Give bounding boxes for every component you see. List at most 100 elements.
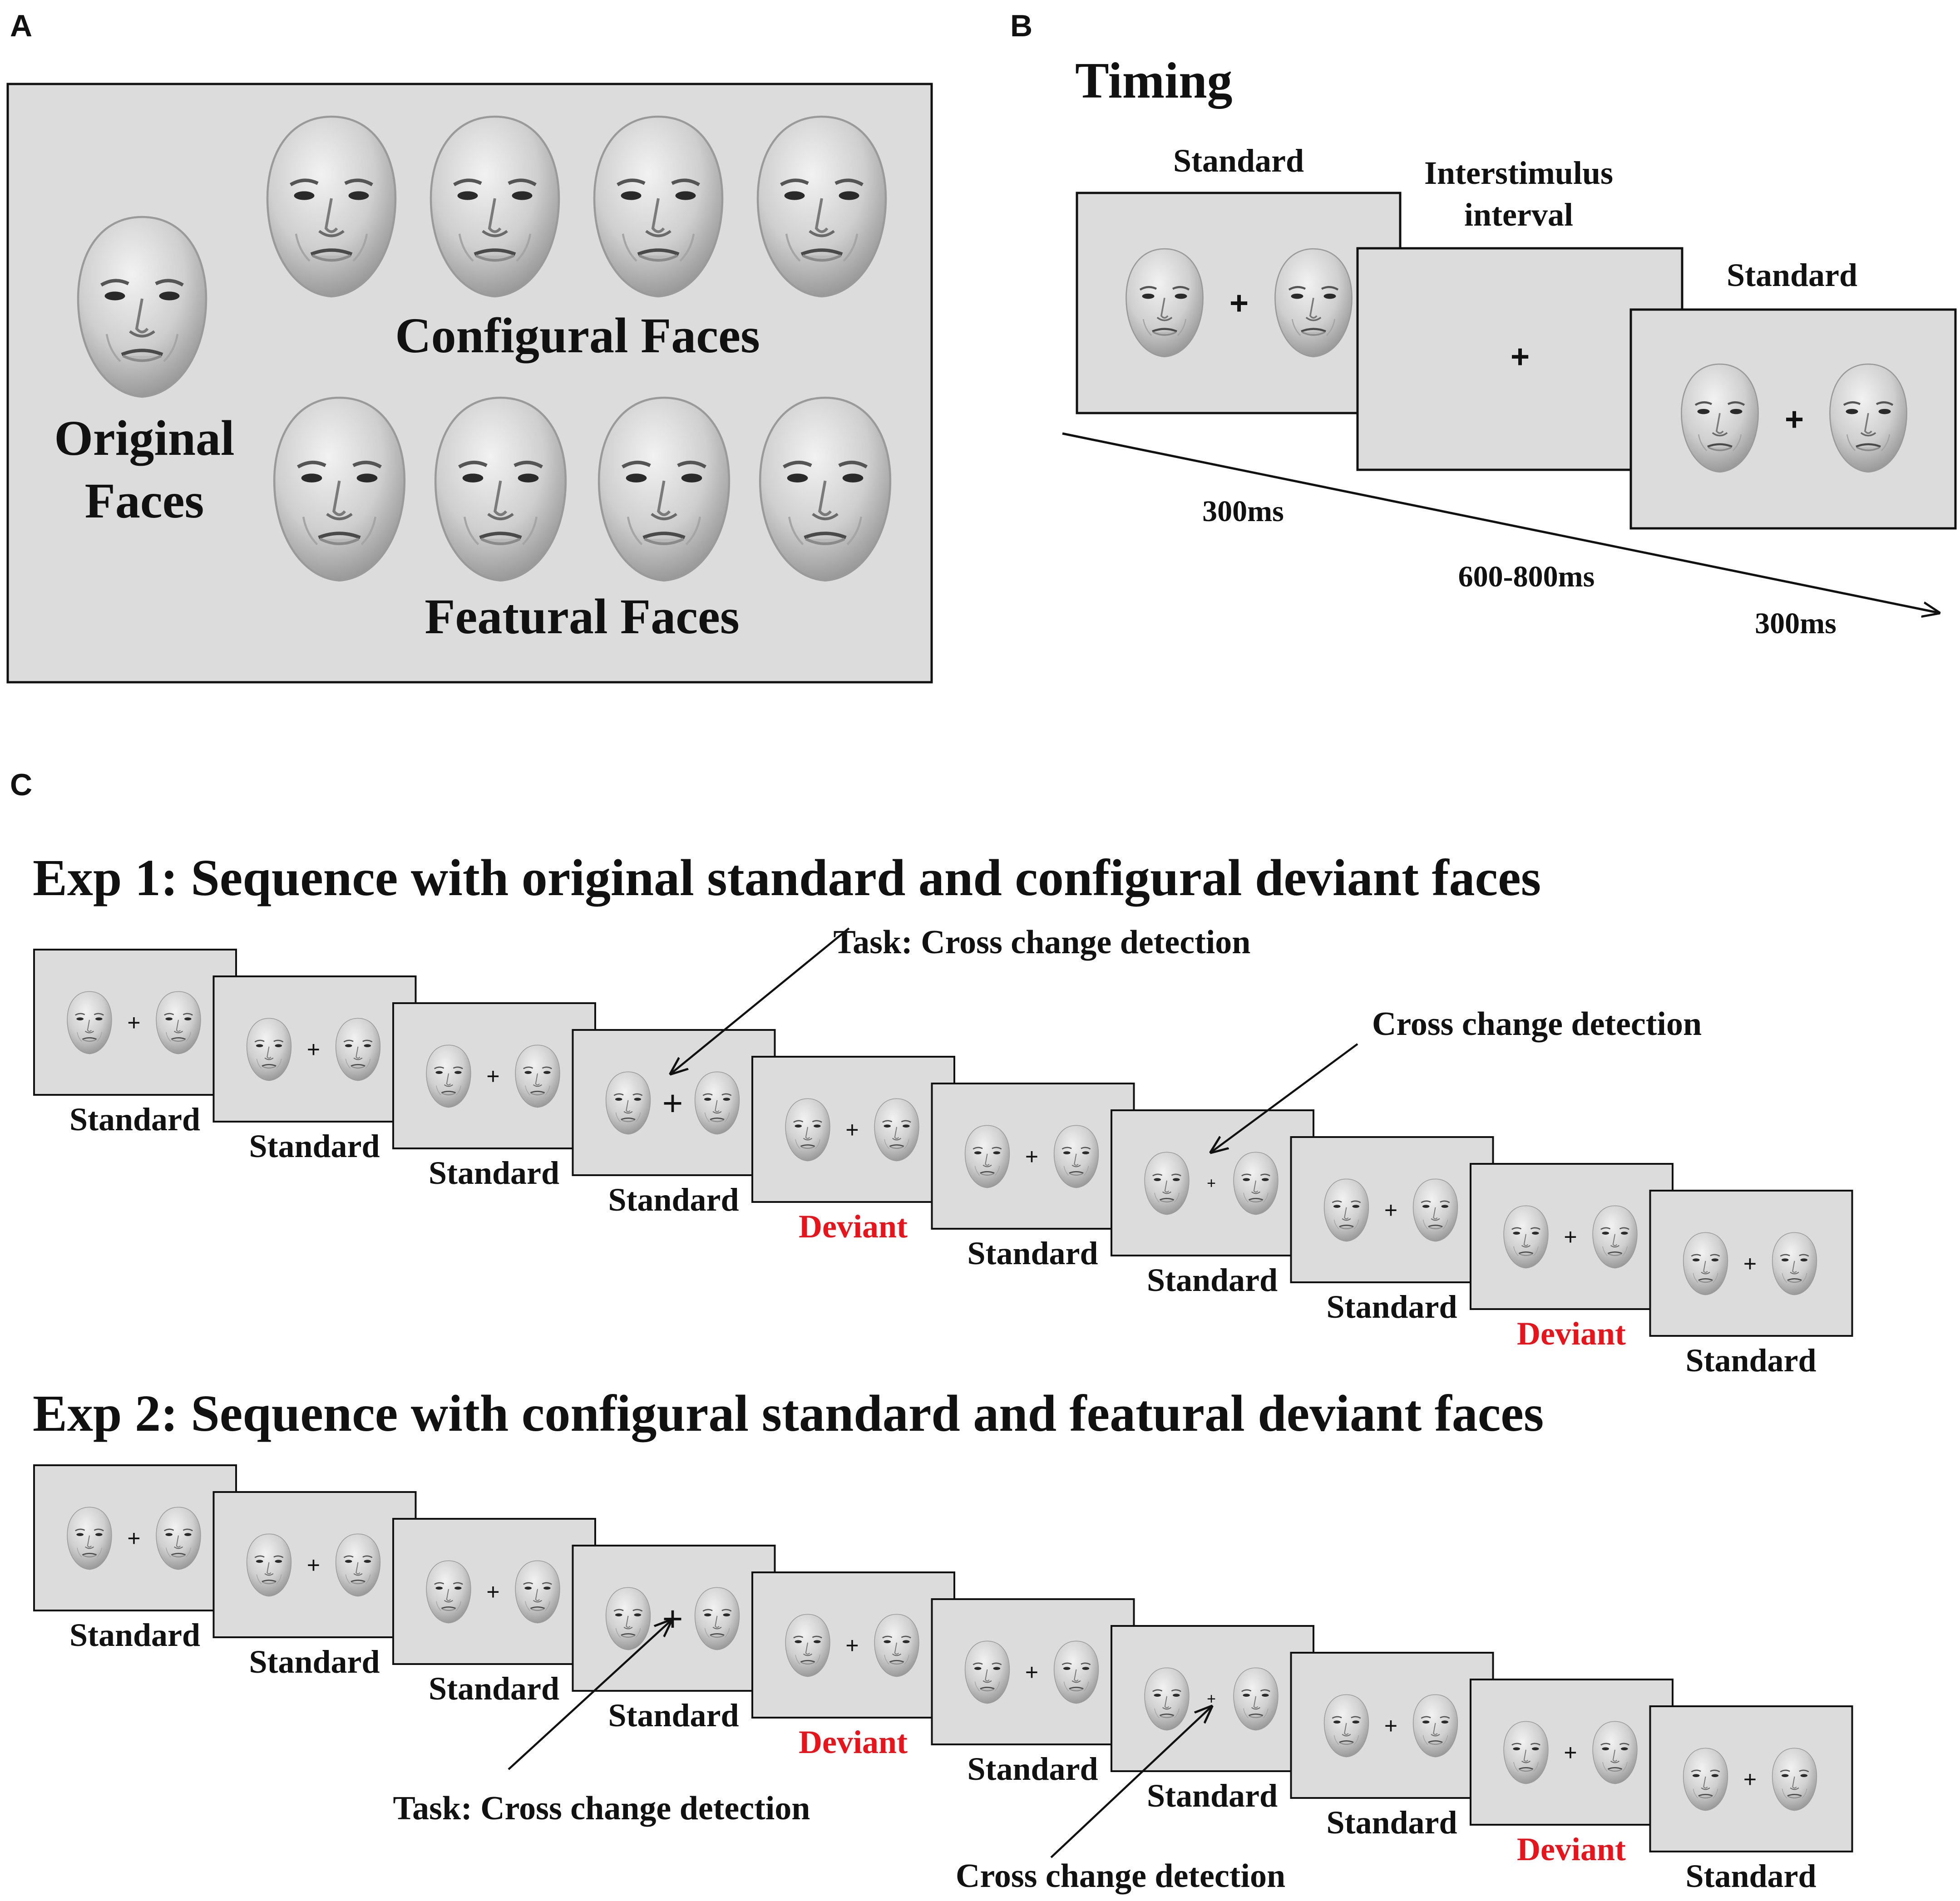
- deviant-label: Deviant: [1517, 1831, 1626, 1867]
- featural-face-4: [760, 398, 890, 581]
- exp2-title: Exp 2: Sequence with configural standard…: [33, 1384, 1544, 1442]
- panel-a: A Configural Faces Original Faces Featur…: [6, 9, 933, 684]
- sequence-frame: + Standard: [1111, 1625, 1314, 1814]
- panel-a-letter: A: [10, 9, 32, 43]
- fixation-cross: +: [1384, 1713, 1397, 1738]
- face-right: [514, 1044, 561, 1108]
- sequence-frame: + Deviant: [1470, 1679, 1674, 1867]
- face-right: [335, 1018, 381, 1081]
- featural-face-2: [435, 398, 566, 581]
- timing-frame2-label-line1: Interstimulus: [1424, 155, 1613, 191]
- face-left: [66, 1507, 113, 1570]
- timing-frame3-label: Standard: [1727, 257, 1857, 293]
- face-right: [1233, 1152, 1279, 1215]
- standard-label: Standard: [1147, 1778, 1278, 1814]
- face-left: [246, 1018, 292, 1081]
- face-right: [1233, 1667, 1279, 1731]
- fixation-cross: +: [1564, 1224, 1577, 1250]
- face-left: [1323, 1694, 1369, 1758]
- fixation-cross: +: [486, 1064, 499, 1089]
- timing-face: [1681, 364, 1758, 472]
- face-right: [1592, 1721, 1638, 1784]
- deviant-label: Deviant: [1517, 1315, 1626, 1352]
- timing-frame-isi: [1356, 247, 1684, 471]
- fixation-cross: +: [662, 1083, 683, 1123]
- standard-label: Standard: [967, 1235, 1098, 1271]
- exp1-task-arrow: [671, 927, 850, 1074]
- sequence-frame: + Standard: [1649, 1190, 1853, 1379]
- face-right: [694, 1071, 740, 1135]
- exp2-task-arrow: [508, 1620, 671, 1770]
- face-left: [1144, 1152, 1190, 1215]
- standard-label: Standard: [429, 1670, 559, 1707]
- configural-face-2: [431, 117, 559, 296]
- fixation-cross: +: [127, 1526, 140, 1551]
- fixation-cross: +: [307, 1552, 320, 1578]
- sequence-frame: +Standard: [33, 1464, 237, 1653]
- sequence-frame: + Standard: [212, 975, 417, 1164]
- fixation-cross: +: [1384, 1197, 1397, 1223]
- face-left: [964, 1125, 1010, 1188]
- sequence-frame: + Standard: [1290, 1136, 1494, 1325]
- exp1-sequence: + Standard + Standard + Standard + Standard + Dev…: [33, 949, 1853, 1379]
- sequence-frame: + Standard: [392, 1002, 596, 1191]
- face-right: [874, 1614, 920, 1677]
- fixation-cross: +: [845, 1117, 859, 1143]
- face-left: [964, 1640, 1010, 1704]
- standard-label: Standard: [1326, 1289, 1457, 1325]
- standard-label: Standard: [1685, 1858, 1816, 1894]
- configural-face-1: [267, 117, 395, 296]
- sequence-frame: +Standard: [1111, 1109, 1314, 1298]
- face-left: [1683, 1748, 1728, 1811]
- sequence-frame: +Standard: [1649, 1705, 1853, 1894]
- duration-label-3: 300ms: [1755, 607, 1837, 640]
- fixation-cross: +: [662, 1599, 683, 1639]
- sequence-frame: + Standard: [392, 1518, 596, 1707]
- face-left: [605, 1587, 651, 1650]
- face-right: [1053, 1125, 1099, 1188]
- face-right: [1412, 1694, 1458, 1758]
- face-left: [1683, 1232, 1728, 1295]
- standard-label: Standard: [429, 1155, 559, 1191]
- panel-c-letter: C: [10, 768, 32, 802]
- fixation-cross: +: [1564, 1740, 1577, 1765]
- exp2-sequence: + Standard + Standard + Standard + Standard + Dev…: [33, 1464, 1853, 1894]
- face-left: [425, 1560, 472, 1624]
- original-face: [78, 217, 206, 397]
- sequence-frame: +Deviant: [751, 1571, 955, 1760]
- timing-face: [1126, 249, 1203, 357]
- fixation-cross: +: [1207, 1690, 1216, 1708]
- duration-label-2: 600-800ms: [1458, 560, 1595, 593]
- deviant-label: Deviant: [799, 1724, 908, 1760]
- standard-label: Standard: [1326, 1804, 1457, 1841]
- face-left: [246, 1533, 292, 1597]
- standard-label: Standard: [249, 1644, 380, 1680]
- fixation-cross: +: [1743, 1251, 1757, 1276]
- fixation-cross: +: [307, 1037, 320, 1062]
- fixation-cross: +: [486, 1579, 499, 1605]
- sequence-frame: +Standard: [931, 1598, 1135, 1787]
- timing-title: Timing: [1075, 53, 1233, 109]
- face-left: [785, 1098, 831, 1162]
- sequence-frame: + Deviant: [1470, 1163, 1674, 1352]
- face-right: [335, 1533, 381, 1597]
- fixation-cross: +: [1511, 339, 1530, 375]
- face-right: [1592, 1205, 1638, 1269]
- fixation-cross: +: [1785, 401, 1804, 438]
- face-left: [1323, 1178, 1369, 1242]
- standard-label: Standard: [1147, 1262, 1278, 1298]
- face-right: [874, 1098, 920, 1162]
- timing-frame1-label: Standard: [1173, 143, 1304, 179]
- timeline-arrow: [1062, 432, 1939, 613]
- configural-faces-label: Configural Faces: [395, 308, 760, 363]
- standard-label: Standard: [608, 1182, 739, 1218]
- standard-label: Standard: [249, 1128, 380, 1164]
- face-right: [1412, 1178, 1458, 1242]
- face-left: [1144, 1667, 1190, 1731]
- standard-label: Standard: [1685, 1342, 1816, 1379]
- sequence-frame: + Standard: [572, 1029, 776, 1218]
- exp2-detect-arrow: [1050, 1707, 1211, 1858]
- featural-faces-label: Featural Faces: [425, 589, 739, 644]
- configural-face-3: [594, 117, 722, 296]
